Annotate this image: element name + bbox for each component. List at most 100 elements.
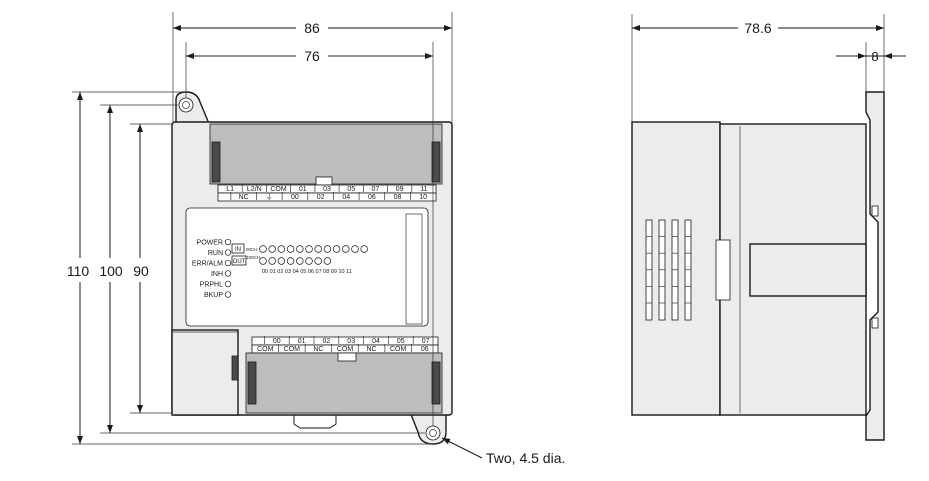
in-channel-label: 00CH bbox=[246, 247, 258, 252]
input-led bbox=[332, 245, 341, 253]
terminal-label: 06 bbox=[368, 194, 376, 201]
input-led bbox=[286, 245, 295, 253]
input-led bbox=[259, 245, 267, 253]
dim-height-body: 90 bbox=[133, 263, 149, 279]
top-cover-tab bbox=[315, 176, 333, 186]
bottom-terminal-cover bbox=[245, 352, 443, 414]
indicator-label: POWER bbox=[197, 240, 223, 247]
bottom-cover-tab bbox=[337, 352, 357, 362]
input-led bbox=[296, 245, 304, 253]
expansion-cover bbox=[171, 329, 239, 416]
output-led bbox=[277, 257, 286, 265]
terminal-label: COM bbox=[284, 346, 301, 353]
din-hook bbox=[293, 415, 337, 429]
top-cover-latch-left bbox=[211, 141, 221, 183]
side-label-area bbox=[749, 243, 867, 297]
din-rail-clip bbox=[865, 91, 885, 441]
output-led-row bbox=[259, 257, 332, 265]
in-badge: IN bbox=[235, 247, 241, 253]
clip-notch-bottom bbox=[871, 317, 879, 329]
terminal-label: 01 bbox=[298, 338, 306, 345]
terminal-label: 11 bbox=[420, 186, 427, 193]
dim-width-overall: 86 bbox=[304, 20, 320, 36]
dim-height-overall: 110 bbox=[67, 263, 90, 279]
dim-width-mount: 76 bbox=[304, 48, 320, 64]
top-mount-hole bbox=[178, 97, 194, 113]
terminal-label: 04 bbox=[372, 338, 380, 345]
input-led bbox=[314, 245, 322, 253]
bottom-cover-latch-right bbox=[431, 361, 441, 405]
terminal-label: 06 bbox=[421, 346, 429, 353]
terminal-label: 00 bbox=[291, 194, 299, 201]
indicator-led bbox=[224, 259, 232, 267]
output-led bbox=[314, 257, 322, 265]
ventilation-slots bbox=[645, 219, 692, 321]
terminal-label: L1 bbox=[226, 186, 234, 193]
output-led bbox=[286, 257, 295, 265]
terminal-label: 03 bbox=[347, 338, 355, 345]
input-led bbox=[277, 245, 286, 253]
dim-rail-depth: 8 bbox=[871, 49, 878, 64]
top-terminal-cover bbox=[209, 123, 443, 185]
terminal-label: 02 bbox=[323, 338, 331, 345]
terminal-label: 09 bbox=[396, 186, 404, 193]
indicator-label: PRPHL bbox=[200, 282, 223, 289]
terminal-label: NC bbox=[367, 346, 377, 353]
terminal-label: COM bbox=[337, 346, 354, 353]
indicator-label: RUN bbox=[208, 250, 223, 257]
bottom-cover-latch-left bbox=[247, 361, 257, 405]
top-terminal-row-lower bbox=[217, 192, 437, 202]
input-led bbox=[351, 245, 359, 253]
side-connector bbox=[715, 239, 731, 301]
terminal-label: 03 bbox=[323, 186, 331, 193]
side-view bbox=[631, 91, 885, 441]
output-led bbox=[305, 257, 313, 265]
input-led bbox=[305, 245, 313, 253]
terminal-label: NC bbox=[313, 346, 323, 353]
in-badge-box bbox=[231, 243, 245, 254]
top-mount-hole-inner bbox=[182, 101, 190, 109]
dim-height-mount: 100 bbox=[99, 263, 123, 279]
terminal-label: ⏚ bbox=[266, 193, 273, 201]
terminal-label: 05 bbox=[397, 338, 405, 345]
terminal-label: 01 bbox=[299, 186, 307, 193]
indicator-led bbox=[224, 238, 232, 246]
output-led bbox=[323, 257, 332, 265]
expansion-latch bbox=[231, 355, 239, 381]
input-led bbox=[323, 245, 332, 253]
terminal-label: 00 bbox=[273, 338, 281, 345]
bottom-mount-hole-inner bbox=[429, 429, 437, 437]
indicator-led bbox=[224, 280, 232, 288]
out-badge-box bbox=[231, 255, 247, 266]
terminal-label: COM bbox=[270, 186, 287, 193]
indicator-led bbox=[224, 270, 232, 277]
terminal-label: NC bbox=[239, 194, 249, 201]
output-led bbox=[296, 257, 304, 265]
panel-edge bbox=[405, 213, 423, 325]
input-led bbox=[268, 245, 276, 253]
terminal-label: 10 bbox=[419, 194, 427, 201]
indicator-led bbox=[224, 291, 232, 298]
out-badge: OUT bbox=[233, 259, 246, 265]
terminal-label: 02 bbox=[317, 194, 325, 201]
top-cover-latch-right bbox=[431, 141, 441, 183]
terminal-label: 08 bbox=[394, 194, 402, 201]
out-channel-label: 100CH bbox=[246, 255, 260, 260]
input-led bbox=[342, 245, 350, 253]
led-number-row: 00 01 02 03 04 05 06 07 08 09 10 11 bbox=[262, 269, 352, 275]
terminal-label: 05 bbox=[347, 186, 355, 193]
output-led bbox=[268, 257, 276, 265]
clip-notch-top bbox=[871, 205, 879, 217]
indicator-led bbox=[224, 249, 232, 256]
input-led bbox=[360, 245, 368, 253]
bottom-mount-hole bbox=[425, 425, 441, 441]
indicator-label: INH bbox=[211, 271, 223, 278]
terminal-label: COM bbox=[257, 346, 274, 353]
hole-leader-line bbox=[441, 437, 483, 459]
